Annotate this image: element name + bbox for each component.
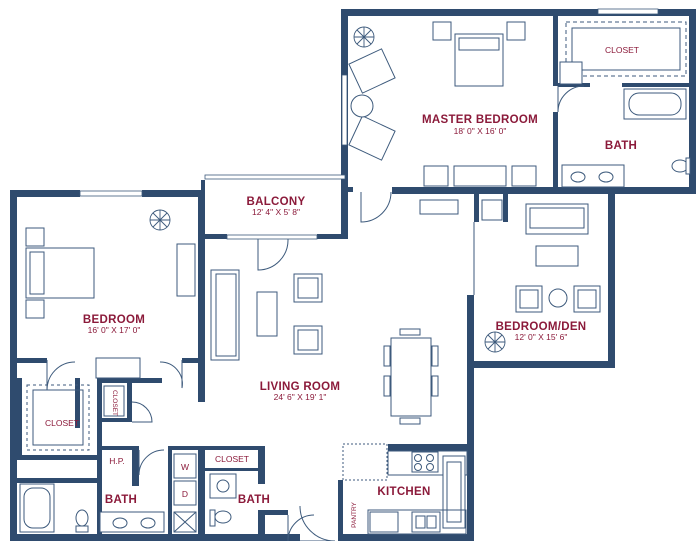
balcony-name: BALCONY [247, 196, 306, 208]
bedroom-furniture [25, 209, 196, 379]
pantry-label: PANTRY [351, 501, 358, 527]
center-bath-fixtures [209, 473, 237, 527]
master-bedroom-dims: 18' 0" X 16' 0" [454, 126, 507, 136]
hp-label: H.P. [109, 456, 124, 466]
left-bath-name: BATH [105, 494, 137, 506]
master-bedroom-name: MASTER BEDROOM [422, 114, 538, 126]
living-room-dims: 24' 6" X 19' 1" [274, 392, 327, 402]
left-bath-fixtures [19, 483, 165, 533]
master-closet-label: CLOSET [605, 45, 639, 55]
master-bedroom-furniture [348, 21, 537, 187]
plant-icon [484, 331, 506, 353]
small-closet [103, 385, 125, 417]
bedroom-closet-label: CLOSET [45, 418, 79, 428]
kitchen-fixtures [342, 443, 468, 535]
hall-closet-label: CLOSET [215, 454, 249, 464]
master-closet [559, 21, 687, 85]
bedroom-name: BEDROOM [83, 314, 145, 326]
small-closet-label: CLOSET [111, 390, 118, 416]
laundry [173, 453, 197, 533]
bedroom-closet [26, 384, 90, 451]
doors [46, 85, 585, 541]
master-bath-name: BATH [605, 140, 637, 152]
bedroom-dims: 16' 0" X 17' 0" [88, 325, 141, 335]
plant-icon [353, 26, 375, 48]
balcony-dims: 12' 4" X 5' 8" [252, 207, 300, 217]
dryer-label: D [182, 489, 188, 499]
kitchen-name: KITCHEN [377, 486, 430, 498]
den-furniture [484, 203, 601, 353]
living-room-furniture [210, 199, 503, 425]
plant-icon [149, 209, 171, 231]
center-bath-name: BATH [238, 494, 270, 506]
bedroom-den-name: BEDROOM/DEN [496, 321, 587, 333]
windows [79, 8, 659, 240]
master-bath-fixtures [561, 88, 691, 188]
washer-label: W [181, 462, 189, 472]
walls [10, 9, 696, 541]
living-room-name: LIVING ROOM [260, 381, 341, 393]
bedroom-den-dims: 12' 0" X 15' 6" [515, 332, 568, 342]
room-labels: MASTER BEDROOM 18' 0" X 16' 0" BALCONY 1… [45, 45, 639, 528]
